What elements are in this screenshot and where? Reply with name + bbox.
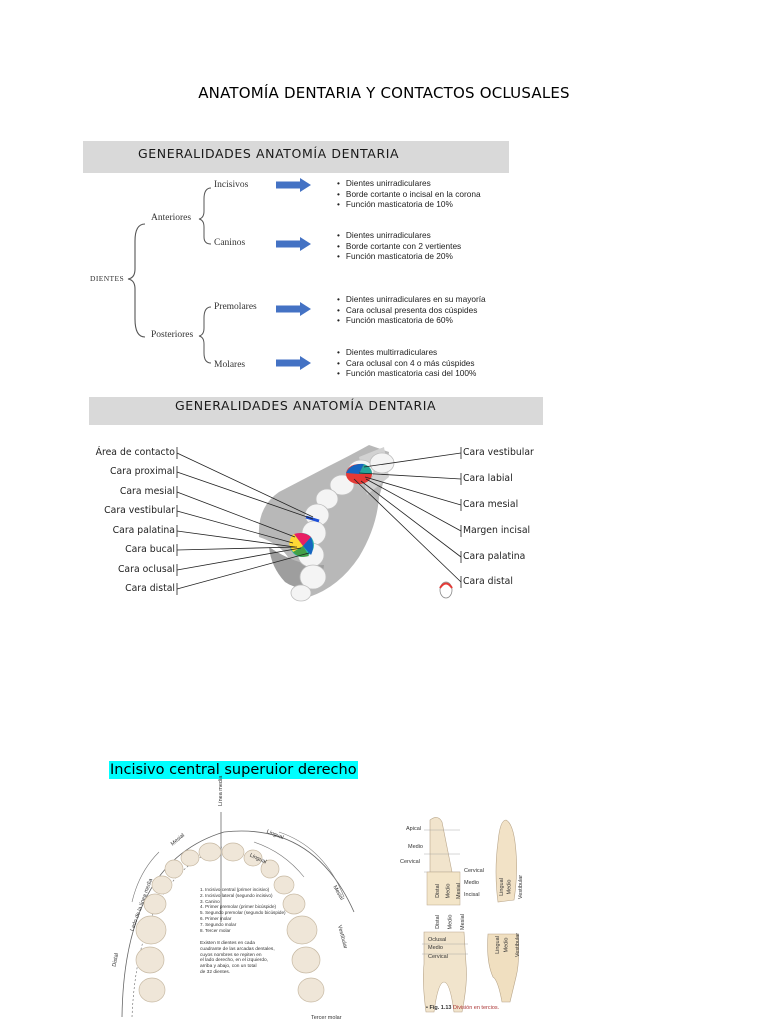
label-cara-labial: Cara labial — [463, 473, 513, 484]
label-mesial-bottom: Mesial — [459, 914, 466, 930]
caption-line: de 32 dientes. — [200, 969, 231, 975]
list-item: 2. Incisivo lateral (segundo incisivo) — [200, 892, 273, 898]
list-item: 3. Canino — [200, 898, 220, 904]
type-premolares: Premolares — [214, 302, 257, 312]
third-molar-label: Tercer molar — [311, 1015, 342, 1021]
list-item: 1. Incisivo central (primer incisivo) — [200, 887, 270, 892]
list-item: 8. Tercer molar — [200, 927, 231, 933]
list-item: Dientes unirradiculares en su mayoría — [337, 294, 486, 305]
bullets-caninos: Dientes unirradiculares Borde cortante c… — [337, 230, 461, 262]
teeth-classification-diagram: GENERALIDADES ANATOMÍA DENTARIA DIENTES … — [83, 141, 509, 378]
list-item: Cara oclusal presenta dos cúspides — [337, 305, 486, 316]
label-cara-palatina: Cara palatina — [112, 525, 175, 536]
label-area-contacto: Área de contacto — [95, 447, 175, 458]
upper-arch-illustration — [121, 812, 355, 1018]
tooth-thirds-illustration — [422, 817, 519, 1013]
label-medio-top: Medio — [445, 883, 452, 899]
type-caninos: Caninos — [214, 238, 246, 248]
colored-incisor — [346, 463, 372, 484]
list-item: Cara oclusal con 4 o más cúspides — [337, 358, 476, 369]
list-item: Función masticatoria de 60% — [337, 315, 486, 326]
list-item: 4. Primer premolar (primer bicúspide) — [200, 904, 277, 910]
label-cervical: Cervical — [400, 859, 420, 865]
label-distal-bottom: Distal — [434, 915, 441, 929]
label-mesial-top: Mesial — [455, 883, 462, 899]
label-cara-mesial-right: Cara mesial — [463, 499, 519, 510]
type-molares: Molares — [214, 360, 246, 370]
list-item: Dientes unirradiculares — [337, 230, 461, 241]
type-incisivos: Incisivos — [214, 180, 249, 190]
figure-caption-number: • Fig. 1.13 — [426, 1005, 452, 1011]
document-title: ANATOMÍA DENTARIA Y CONTACTOS OCLUSALES — [198, 84, 570, 102]
arrow-icon — [276, 237, 311, 251]
bullets-premolares: Dientes unirradiculares en su mayoría Ca… — [337, 294, 486, 326]
arch-caption: Existen 8 dientes en cada cuadrante de l… — [200, 941, 275, 976]
figure-caption: • Fig. 1.13 División en tercios. — [426, 1005, 499, 1011]
list-item: Dientes unirradiculares — [337, 178, 481, 189]
bullets-incisivos: Dientes unirradiculares Borde cortante o… — [337, 178, 481, 210]
arrow-icon — [276, 356, 311, 370]
root-label: DIENTES — [90, 274, 125, 283]
list-item: Función masticatoria casi del 100% — [337, 368, 477, 379]
label-vestibular-bottom: Vestibular — [515, 932, 522, 958]
label-medio-side-top: Medio — [506, 879, 513, 895]
label-cervical-bottom: Cervical — [428, 954, 448, 960]
label-lingual-bottom: Lingual — [494, 936, 501, 954]
label-cara-mesial: Cara mesial — [119, 486, 175, 497]
label-oclusal: Oclusal — [428, 937, 447, 943]
caption-line: cuyos nombres se repiten en — [200, 952, 262, 958]
list-item: 7. Segundo molar — [200, 921, 237, 927]
label-cervical-right: Cervical — [464, 868, 484, 874]
midline-label: Línea media — [218, 775, 224, 806]
label-medio-bottom: Medio — [447, 914, 454, 930]
dental-arch-illustration — [176, 445, 462, 602]
teeth-legend: 1. Incisivo central (primer incisivo) 2.… — [200, 887, 286, 933]
label-medio-side-bottom: Medio — [503, 937, 510, 953]
caption-line: arriba y abajo, con un total — [200, 964, 257, 970]
label-medio-bottom-left: Medio — [428, 945, 443, 951]
list-item: Borde cortante o incisal en la corona — [337, 189, 481, 200]
label-cara-vestibular: Cara vestibular — [104, 505, 175, 516]
label-cara-proximal: Cara proximal — [109, 466, 175, 477]
caption-line: cuadrante de las arcadas dentales, — [200, 946, 275, 952]
caption-line: el lado derecho, en el izquierdo, — [200, 958, 269, 964]
panel1-banner: GENERALIDADES ANATOMÍA DENTARIA — [83, 141, 509, 173]
list-item: Dientes multirradiculares — [337, 347, 476, 358]
tooth-thirds-figure: Apical Medio Cervical Cervical Medio Inc… — [398, 812, 528, 1024]
incisor-outline-icon — [439, 581, 453, 599]
label-distal-top: Distal — [434, 884, 441, 898]
list-item: 6. Primer molar — [200, 915, 232, 921]
group-anteriores: Anteriores — [151, 213, 192, 223]
dental-arch-figure: Línea media Lingual Lingual Mesial Mesia… — [104, 776, 366, 1024]
list-item: Función masticatoria de 10% — [337, 199, 481, 210]
arrow-icon — [276, 302, 311, 316]
tooth-faces-diagram: GENERALIDADES ANATOMÍA DENTARIA — [89, 397, 543, 607]
label-cara-bucal: Cara bucal — [125, 544, 175, 555]
label-incisal: Incisal — [464, 892, 480, 898]
label-lingual-top: Lingual — [498, 878, 505, 896]
panel2-banner-title: GENERALIDADES ANATOMÍA DENTARIA — [175, 398, 437, 413]
label-cara-oclusal: Cara oclusal — [117, 564, 175, 575]
list-item: Borde cortante con 2 vertientes — [337, 241, 461, 252]
label-cara-distal: Cara distal — [125, 583, 175, 594]
highlighted-heading: Incisivo central superuior derecho — [109, 761, 358, 779]
arrow-icon — [276, 178, 311, 192]
panel2-banner: GENERALIDADES ANATOMÍA DENTARIA — [89, 397, 543, 425]
label-margen-incisal: Margen incisal — [463, 525, 531, 536]
label-vestibular-top: Vestibular — [518, 874, 525, 900]
label-medio: Medio — [408, 844, 423, 850]
figure-caption-text: División en tercios. — [453, 1005, 500, 1011]
label-cara-vestibular-right: Cara vestibular — [463, 447, 534, 458]
list-item: Función masticatoria de 20% — [337, 251, 461, 262]
group-posteriores: Posteriores — [151, 330, 194, 340]
classification-brackets — [127, 187, 212, 364]
label-medio-right: Medio — [464, 880, 479, 886]
bullets-molares: Dientes multirradiculares Cara oclusal c… — [337, 347, 477, 379]
label-cara-palatina-right: Cara palatina — [463, 551, 526, 562]
panel1-banner-title: GENERALIDADES ANATOMÍA DENTARIA — [138, 146, 400, 161]
label-cara-distal-right: Cara distal — [463, 576, 513, 587]
list-item: 5. Segundo premolar (segundo bicúspide) — [200, 910, 286, 916]
caption-line: Existen 8 dientes en cada — [200, 941, 255, 946]
label-apical: Apical — [406, 826, 421, 832]
